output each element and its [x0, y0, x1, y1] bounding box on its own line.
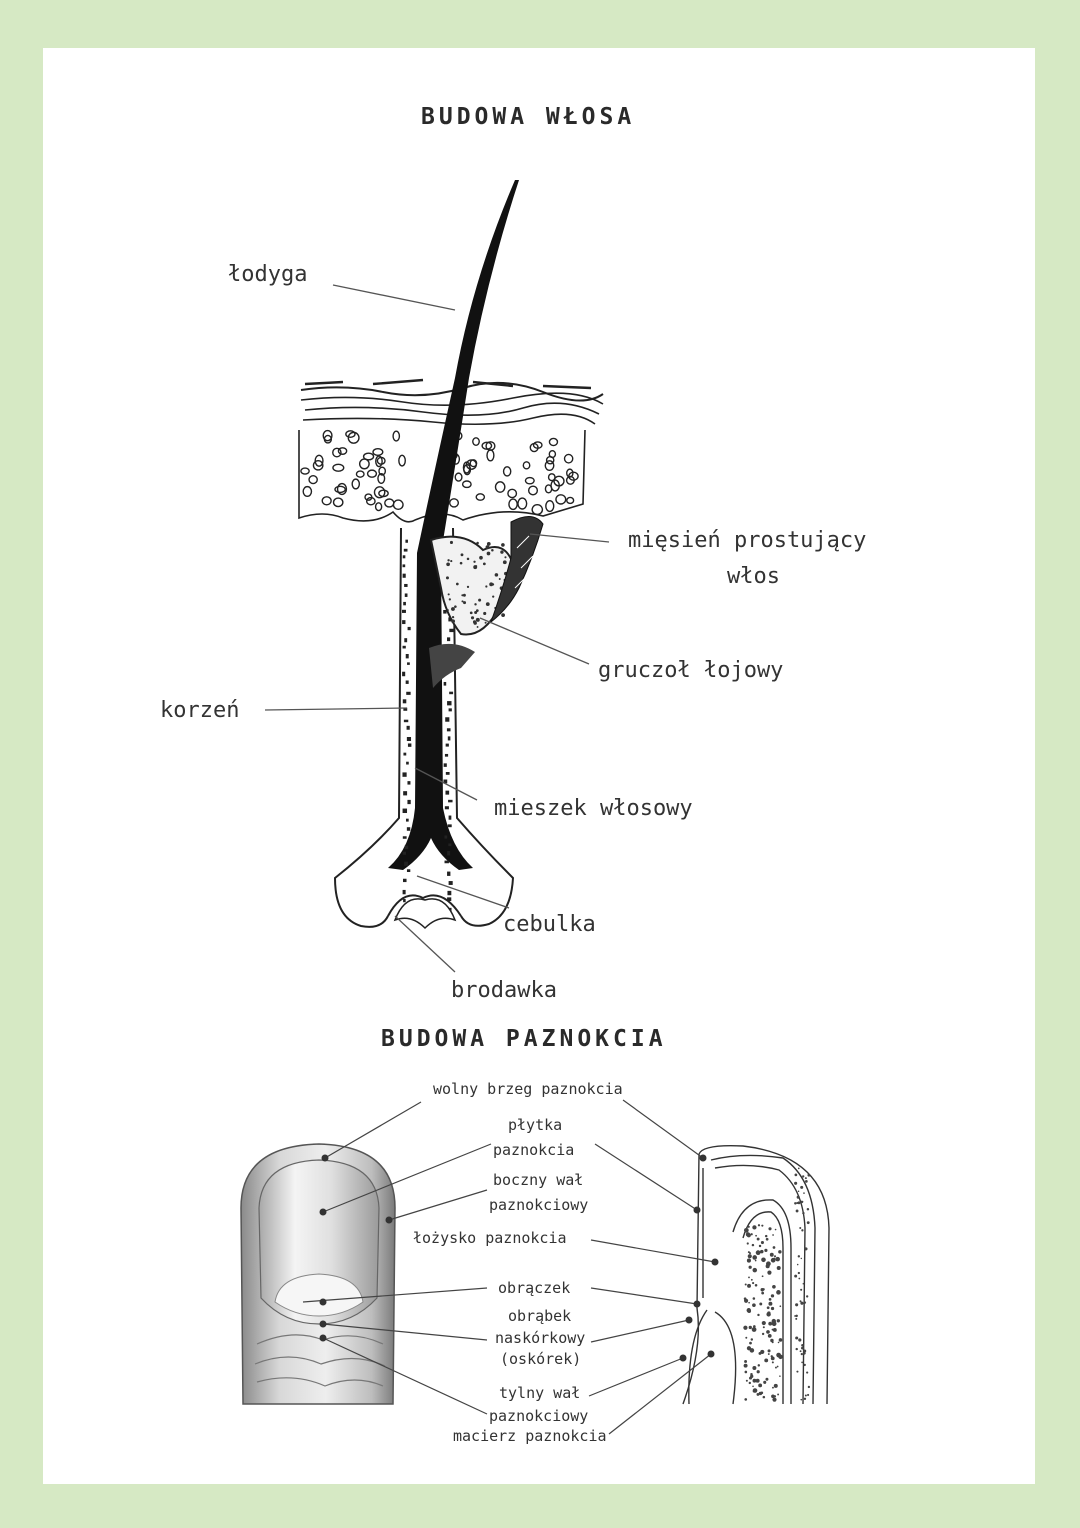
label-lodyga: łodyga [228, 262, 308, 287]
hair-diagram [264, 180, 610, 973]
label-macierz: macierz paznokcia [453, 1427, 607, 1445]
label-boczny-line1: boczny wał [493, 1171, 584, 1189]
label-obrabek-line1: obrąbek [508, 1307, 572, 1325]
worksheet-page: BUDOWA WŁOSA [43, 48, 1035, 1484]
label-plytka-line1: płytka [508, 1116, 563, 1134]
label-tylny-line2: paznokciowy [489, 1407, 589, 1425]
label-korzen: korzeń [160, 698, 240, 723]
label-wolny-brzeg: wolny brzeg paznokcia [433, 1080, 623, 1098]
label-boczny-line2: paznokciowy [489, 1196, 589, 1214]
label-plytka-line2: paznokcia [493, 1141, 575, 1159]
nail-diagram-title: BUDOWA PAZNOKCIA [381, 1026, 667, 1052]
label-miesien-line1: mięsień prostujący [628, 528, 867, 553]
label-obrabek-line3: (oskórek) [500, 1350, 582, 1368]
leader-miesien [529, 533, 610, 543]
label-brodawka: brodawka [451, 978, 557, 1003]
leader-cebulka [416, 875, 510, 909]
label-tylny-line1: tylny wał [499, 1384, 581, 1402]
leader-brodawka [394, 915, 456, 973]
label-obraczek: obrączek [498, 1279, 571, 1297]
label-gruczol: gruczoł łojowy [598, 658, 784, 683]
label-miesien-line2: włos [727, 564, 780, 589]
leader-gruczol [479, 617, 590, 665]
label-obrabek-line2: naskórkowy [495, 1329, 586, 1347]
label-lozysko: łożysko paznokcia [413, 1229, 567, 1247]
leader-korzen [264, 707, 408, 711]
hair-diagram-title: BUDOWA WŁOSA [421, 104, 636, 130]
leader-lodyga [332, 284, 456, 311]
label-cebulka: cebulka [503, 912, 596, 937]
label-mieszek: mieszek włosowy [494, 796, 693, 821]
leader-mieszek [414, 767, 478, 801]
